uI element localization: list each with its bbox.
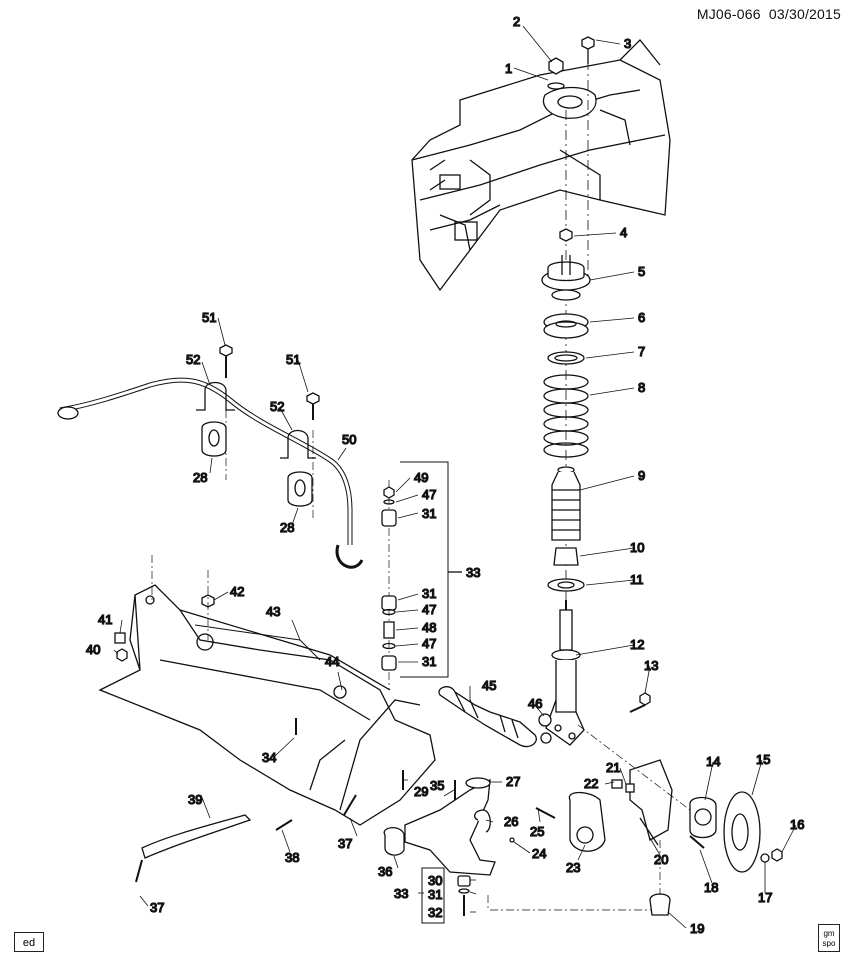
callout-26: 26 <box>504 814 518 829</box>
callout-31-c: 31 <box>422 654 436 669</box>
callout-49: 49 <box>414 470 428 485</box>
callout-45: 45 <box>482 678 496 693</box>
callout-21: 21 <box>606 760 620 775</box>
callout-33-bottom: 33 <box>394 886 408 901</box>
callout-labels: 1 2 3 4 5 6 7 8 9 10 11 12 13 14 15 16 1… <box>85 13 805 936</box>
diagram-header: MJ06-066 03/30/2015 <box>697 6 841 22</box>
callout-52-b: 52 <box>270 399 284 414</box>
strut-assembly <box>541 36 595 746</box>
callout-30: 30 <box>428 873 442 888</box>
callout-15: 15 <box>756 752 770 767</box>
callout-11: 11 <box>630 572 644 587</box>
callout-47-a: 47 <box>422 487 436 502</box>
callout-28-left: 28 <box>193 470 207 485</box>
callout-43: 43 <box>266 604 280 619</box>
leader-lines <box>113 25 797 929</box>
callout-4: 4 <box>620 225 627 240</box>
callout-44: 44 <box>325 654 339 669</box>
callout-36: 36 <box>378 864 392 879</box>
lower-control-arm <box>383 777 496 924</box>
callout-47-b: 47 <box>422 602 436 617</box>
callout-31-b: 31 <box>422 586 436 601</box>
callout-51-b: 51 <box>286 352 300 367</box>
gm-spo-logo: gm spo <box>818 924 840 952</box>
stabilizer-link-stack <box>381 461 462 690</box>
callout-5: 5 <box>638 264 645 279</box>
callout-29: 29 <box>414 784 428 799</box>
callout-17: 17 <box>758 890 772 905</box>
callout-40: 40 <box>86 642 100 657</box>
diagram-date: 03/30/2015 <box>768 6 841 22</box>
callout-12: 12 <box>630 637 644 652</box>
callout-24: 24 <box>532 846 546 861</box>
callout-2: 2 <box>513 14 520 29</box>
callout-32: 32 <box>428 905 442 920</box>
callout-9: 9 <box>638 468 645 483</box>
callout-50: 50 <box>342 432 356 447</box>
misc-fasteners <box>135 692 651 883</box>
suspension-cradle <box>98 555 436 826</box>
callout-3: 3 <box>624 36 631 51</box>
callout-10: 10 <box>630 540 644 555</box>
callout-48: 48 <box>422 620 436 635</box>
callout-41: 41 <box>98 612 112 627</box>
callout-46: 46 <box>528 696 542 711</box>
callout-20: 20 <box>654 852 668 867</box>
callout-34: 34 <box>262 750 276 765</box>
callout-7: 7 <box>638 344 645 359</box>
callout-1: 1 <box>505 61 512 76</box>
spo-logo-text: spo <box>822 939 836 948</box>
callout-25: 25 <box>530 824 544 839</box>
callout-19: 19 <box>690 921 704 936</box>
body-frame-drawing <box>411 39 671 292</box>
callout-16: 16 <box>790 817 804 832</box>
callout-22: 22 <box>584 776 598 791</box>
drive-axle <box>438 686 552 748</box>
ed-badge: ed <box>14 932 44 952</box>
callout-52-a: 52 <box>186 352 200 367</box>
callout-31-d: 31 <box>428 887 442 902</box>
knuckle-hub-rotor <box>487 724 783 916</box>
callout-37-b: 37 <box>150 900 164 915</box>
splash-shield <box>141 814 252 859</box>
callout-27: 27 <box>506 774 520 789</box>
callout-6: 6 <box>638 310 645 325</box>
callout-51-a: 51 <box>202 310 216 325</box>
stabilizer-bar-assembly <box>57 344 364 569</box>
callout-37-a: 37 <box>338 836 352 851</box>
callout-33-top: 33 <box>466 565 480 580</box>
callout-35: 35 <box>430 778 444 793</box>
diagram-code: MJ06-066 <box>696 6 761 22</box>
callout-39: 39 <box>188 792 202 807</box>
callout-31-a: 31 <box>422 506 436 521</box>
callout-14: 14 <box>706 754 720 769</box>
callout-42: 42 <box>230 584 244 599</box>
callout-13: 13 <box>644 658 658 673</box>
callout-28-right: 28 <box>280 520 294 535</box>
gm-logo-text: gm <box>823 929 835 938</box>
callout-47-c: 47 <box>422 636 436 651</box>
callout-18: 18 <box>704 880 718 895</box>
callout-23: 23 <box>566 860 580 875</box>
callout-8: 8 <box>638 380 645 395</box>
callout-38: 38 <box>285 850 299 865</box>
